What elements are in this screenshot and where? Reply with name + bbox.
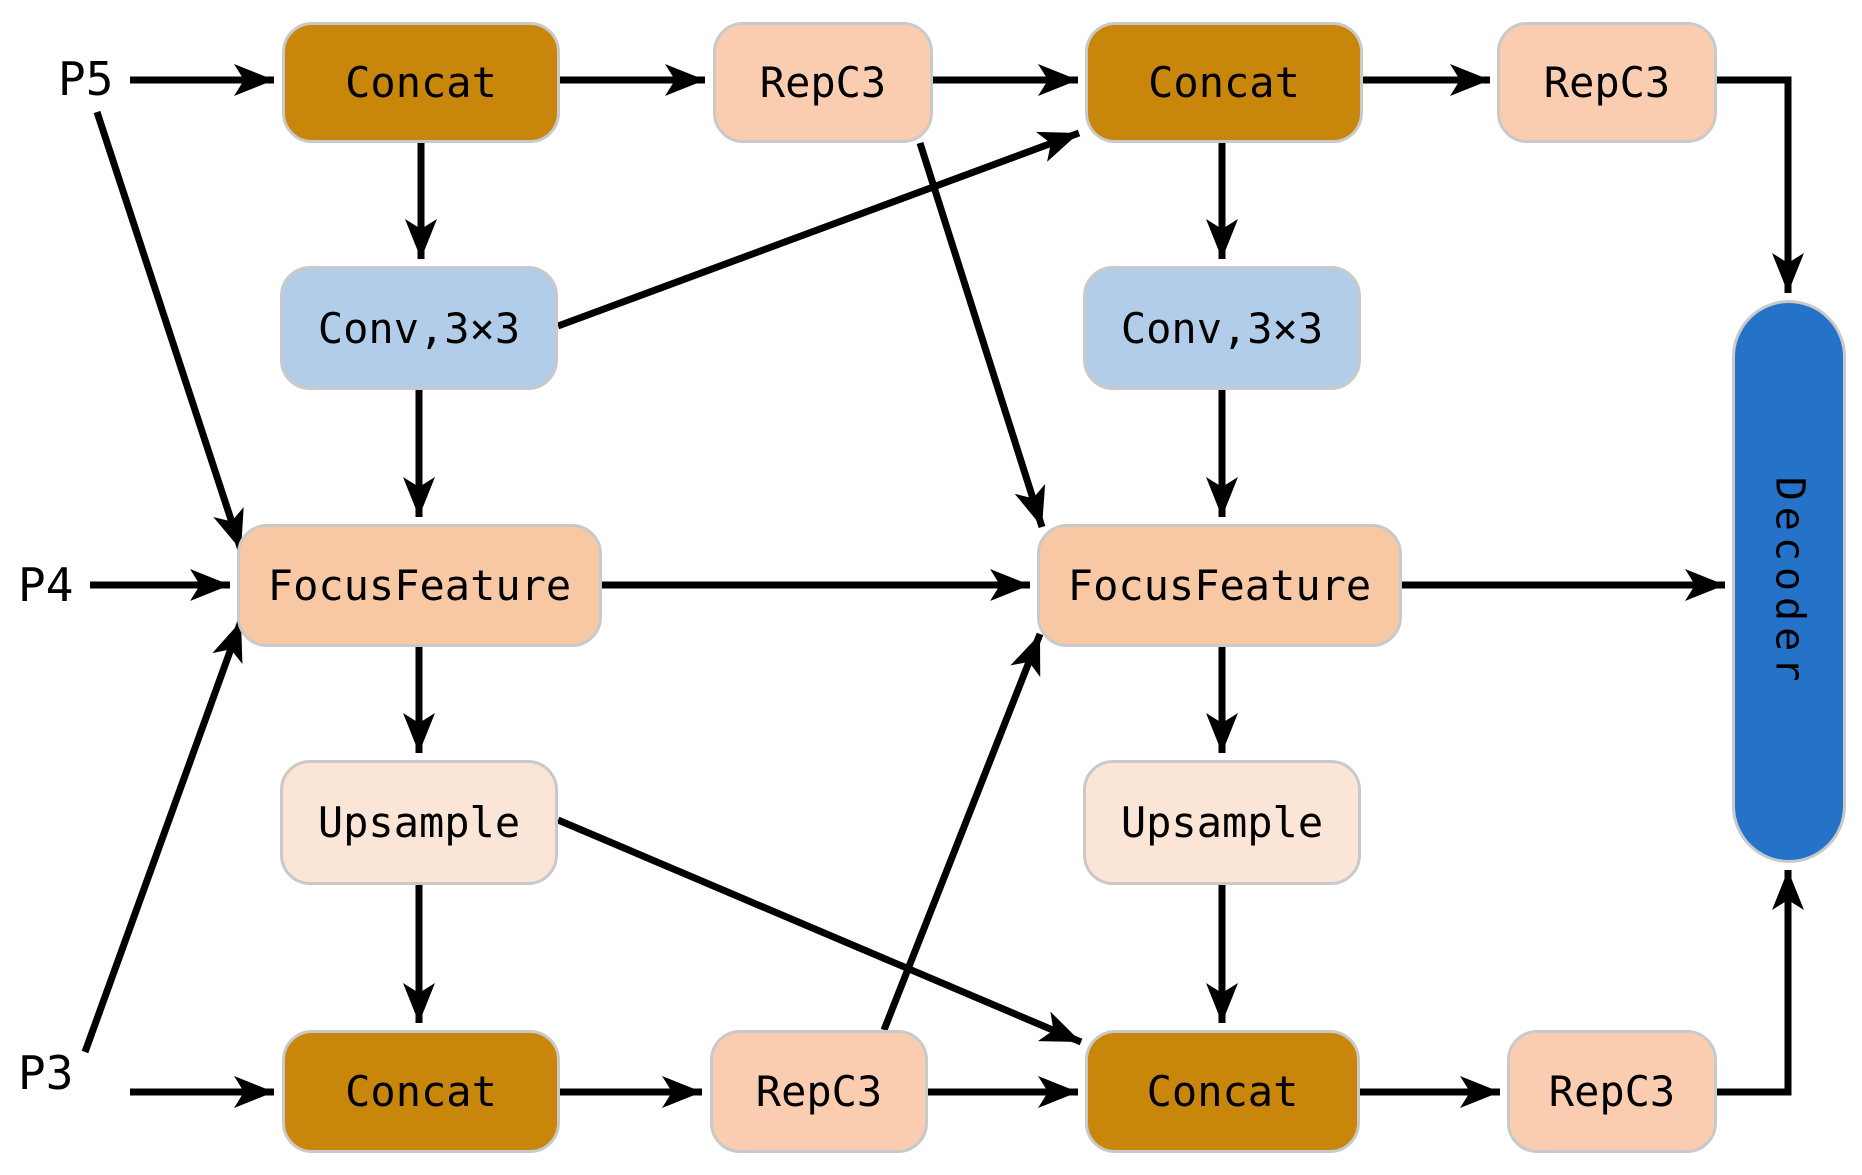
node-concat-top-left: Concat [282,22,560,143]
node-concat-bottom-left: Concat [282,1030,560,1153]
edge-upsample-left-concat-br [556,816,1083,1046]
input-label-p4: P4 [18,558,74,612]
node-repc3-top-2: RepC3 [1497,22,1717,143]
node-label: Concat [345,58,497,107]
node-repc3-bottom-1: RepC3 [710,1030,928,1153]
edge-repc3-top-decoder [1717,76,1804,293]
edge-repc3-bottom-decoder [1717,870,1804,1096]
edge-p5-focusfeature-left [93,110,245,552]
node-label: RepC3 [1548,1067,1676,1116]
node-label: RepC3 [1543,58,1671,107]
input-label-p3: P3 [18,1046,74,1100]
node-label: Conv,3×3 [1120,303,1324,353]
node-label: FocusFeature [267,561,572,610]
node-concat-bottom-right: Concat [1085,1030,1360,1153]
node-decoder: Decoder [1732,300,1846,863]
node-conv-left: Conv,3×3 [280,266,558,390]
node-label: RepC3 [759,58,887,107]
node-label: Upsample [317,798,521,847]
node-label: Conv,3×3 [317,303,521,353]
node-repc3-bottom-2: RepC3 [1507,1030,1717,1153]
node-label: Upsample [1120,798,1324,847]
node-label: Concat [345,1067,497,1116]
node-focusfeature-left: FocusFeature [237,524,602,647]
edge-p3-focusfeature-left [81,619,245,1054]
node-conv-right: Conv,3×3 [1083,266,1361,390]
node-label: Decoder [1766,476,1813,687]
node-upsample-left: Upsample [280,760,558,885]
node-label: Concat [1148,58,1300,107]
input-label-p5: P5 [58,52,114,106]
edge-repc3-t1-ff-right [916,141,1046,529]
edge-repc3-b1-ff-right [880,632,1044,1032]
node-upsample-right: Upsample [1083,760,1361,885]
node-repc3-top-1: RepC3 [713,22,933,143]
node-label: FocusFeature [1067,561,1372,610]
edge-conv-left-concat-tr [556,129,1081,330]
node-label: RepC3 [755,1067,883,1116]
node-focusfeature-right: FocusFeature [1037,524,1402,647]
node-label: Concat [1146,1067,1299,1116]
node-concat-top-right: Concat [1085,22,1363,143]
